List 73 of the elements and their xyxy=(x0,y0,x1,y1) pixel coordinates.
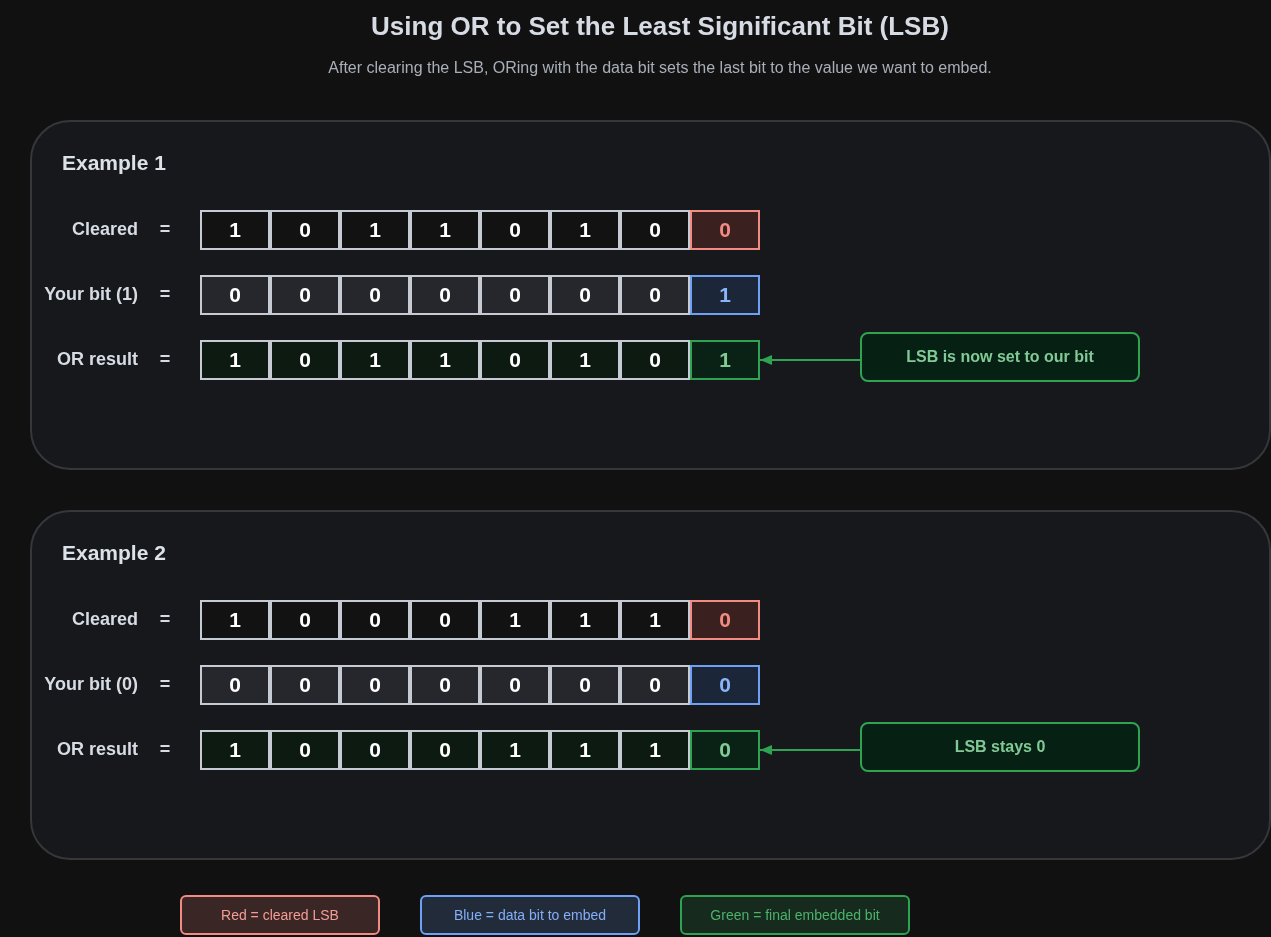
row-label: OR result xyxy=(56,739,138,761)
panel-heading: Example 2 xyxy=(62,540,166,566)
bit-cell: 0 xyxy=(690,600,760,640)
row-label: Your bit (1) xyxy=(44,284,138,306)
bit-cell: 0 xyxy=(480,665,550,705)
bit-cell: 0 xyxy=(200,665,270,705)
bit-cell: 0 xyxy=(410,600,480,640)
equals-sign: = xyxy=(159,284,171,306)
bit-cell: 1 xyxy=(340,340,410,380)
bit-cell: 1 xyxy=(480,730,550,770)
equals-sign: = xyxy=(159,739,171,761)
arrow xyxy=(759,745,861,755)
row-label: OR result xyxy=(56,349,138,371)
bit-cell: 0 xyxy=(480,340,550,380)
bit-cell: 1 xyxy=(550,730,620,770)
bit-cell: 0 xyxy=(270,210,340,250)
bit-cell: 0 xyxy=(690,210,760,250)
bit-cell: 1 xyxy=(200,600,270,640)
equals-sign: = xyxy=(159,349,171,371)
legend-chip: Green = final embedded bit xyxy=(680,895,910,935)
example-panel xyxy=(30,510,1271,860)
bit-cell: 0 xyxy=(550,665,620,705)
bit-cell: 0 xyxy=(340,665,410,705)
bit-cell: 1 xyxy=(200,340,270,380)
legend-chip: Blue = data bit to embed xyxy=(420,895,640,935)
bit-cell: 1 xyxy=(620,600,690,640)
bit-cell: 0 xyxy=(340,275,410,315)
bit-cell: 0 xyxy=(620,340,690,380)
bit-cell: 1 xyxy=(410,340,480,380)
bit-cell: 0 xyxy=(410,665,480,705)
bit-cell: 0 xyxy=(620,275,690,315)
bit-cell: 0 xyxy=(690,665,760,705)
bit-cell: 0 xyxy=(480,275,550,315)
bit-cell: 0 xyxy=(340,730,410,770)
bit-cell: 0 xyxy=(550,275,620,315)
bit-cell: 1 xyxy=(550,210,620,250)
row-label: Cleared xyxy=(71,219,138,241)
bit-cell: 1 xyxy=(200,730,270,770)
arrow xyxy=(759,355,861,365)
bit-cell: 1 xyxy=(690,340,760,380)
bit-cell: 1 xyxy=(620,730,690,770)
bit-cell: 1 xyxy=(550,340,620,380)
bit-cell: 1 xyxy=(410,210,480,250)
callout-box: LSB stays 0 xyxy=(860,722,1140,772)
subtitle: After clearing the LSB, ORing with the data bit sets the last bit to the value we want to embed. xyxy=(328,58,992,78)
bit-cell: 1 xyxy=(690,275,760,315)
bit-cell: 0 xyxy=(270,600,340,640)
bit-cell: 1 xyxy=(550,600,620,640)
bit-cell: 0 xyxy=(480,210,550,250)
bit-cell: 1 xyxy=(340,210,410,250)
bit-cell: 0 xyxy=(620,665,690,705)
bit-cell: 0 xyxy=(200,275,270,315)
bit-cell: 0 xyxy=(270,730,340,770)
bit-cell: 0 xyxy=(340,600,410,640)
bit-cell: 0 xyxy=(270,340,340,380)
callout-box: LSB is now set to our bit xyxy=(860,332,1140,382)
bit-cell: 0 xyxy=(690,730,760,770)
row-label: Cleared xyxy=(71,609,138,631)
bit-cell: 0 xyxy=(410,275,480,315)
panel-heading: Example 1 xyxy=(62,150,166,176)
bit-cell: 1 xyxy=(200,210,270,250)
bit-cell: 1 xyxy=(480,600,550,640)
equals-sign: = xyxy=(159,219,171,241)
bit-cell: 0 xyxy=(270,665,340,705)
bit-cell: 0 xyxy=(270,275,340,315)
equals-sign: = xyxy=(159,609,171,631)
equals-sign: = xyxy=(159,674,171,696)
row-label: Your bit (0) xyxy=(44,674,138,696)
legend-chip: Red = cleared LSB xyxy=(180,895,380,935)
bit-cell: 0 xyxy=(620,210,690,250)
example-panel xyxy=(30,120,1271,470)
bit-cell: 0 xyxy=(410,730,480,770)
diagram-title: Using OR to Set the Least Significant Bit (LSB) xyxy=(371,11,949,43)
